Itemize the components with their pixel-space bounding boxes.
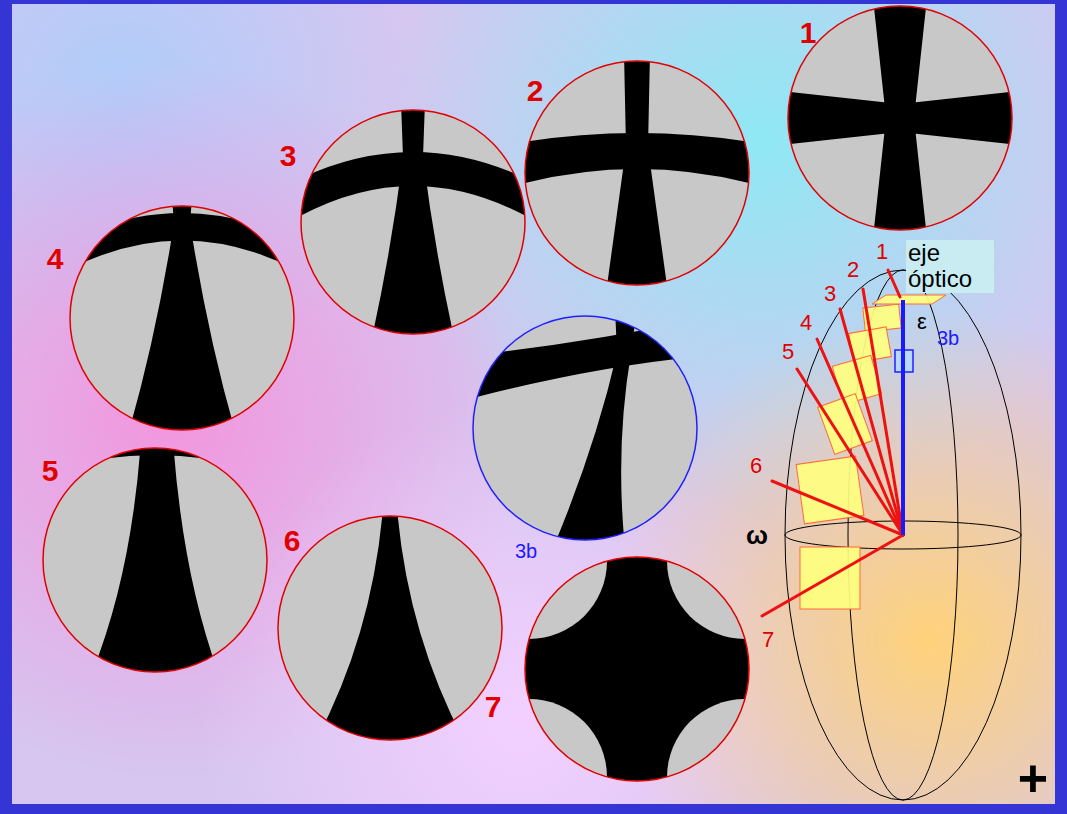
- figure-number: 3: [280, 139, 297, 172]
- plate-number: 3: [824, 282, 836, 306]
- sign-symbol: +: [1018, 751, 1048, 808]
- figure-number: 1: [800, 16, 817, 49]
- axis-label: eje óptico: [906, 240, 994, 293]
- plate-number: 4: [800, 311, 812, 335]
- axis-symbol: ε: [917, 310, 927, 334]
- plate-number: 1: [876, 240, 888, 264]
- figure-number: 4: [47, 242, 64, 275]
- figure-number: 3b: [515, 540, 537, 562]
- plate-number: 5: [782, 340, 794, 364]
- plate-number: 7: [762, 628, 774, 652]
- figure-number: 6: [284, 524, 301, 557]
- plate-number: 6: [750, 454, 762, 478]
- figure-number: 2: [527, 74, 544, 107]
- axis-symbol: ω: [746, 521, 768, 550]
- figure-number: 7: [485, 690, 502, 723]
- plate-number: 2: [847, 258, 859, 282]
- plate-number: 3b: [937, 327, 959, 349]
- figure-number: 5: [42, 454, 59, 487]
